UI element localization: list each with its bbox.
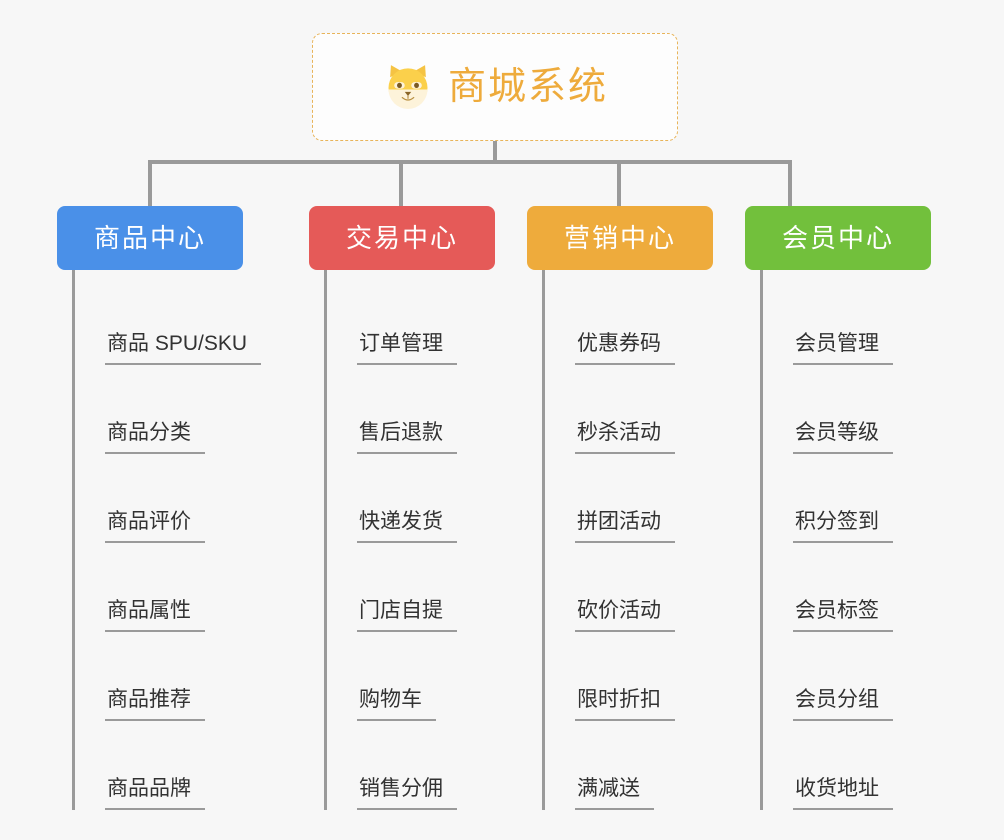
list-item[interactable]: 收货地址 xyxy=(763,721,931,810)
branch-product-center: 商品中心 商品 SPU/SKU 商品分类 商品评价 商品属性 商品推荐 商品品牌 xyxy=(57,206,262,810)
list-item-label: 商品品牌 xyxy=(105,777,205,810)
list-item-label: 商品分类 xyxy=(105,421,205,454)
branch-header-member-center[interactable]: 会员中心 xyxy=(745,206,931,270)
branch-header-product-center[interactable]: 商品中心 xyxy=(57,206,243,270)
list-item-label: 会员等级 xyxy=(793,421,893,454)
list-item[interactable]: 订单管理 xyxy=(327,276,495,365)
list-item[interactable]: 商品评价 xyxy=(75,454,243,543)
root-node-shopping-system[interactable]: 商城系统 xyxy=(312,33,678,141)
list-item[interactable]: 拼团活动 xyxy=(545,454,713,543)
list-item[interactable]: 商品品牌 xyxy=(75,721,243,810)
list-item[interactable]: 会员分组 xyxy=(763,632,931,721)
list-item-label: 商品评价 xyxy=(105,510,205,543)
list-item-label: 积分签到 xyxy=(793,510,893,543)
list-item-label: 商品属性 xyxy=(105,599,205,632)
list-item[interactable]: 购物车 xyxy=(327,632,495,721)
list-item[interactable]: 商品属性 xyxy=(75,543,243,632)
list-item-label: 满减送 xyxy=(575,777,654,810)
list-item[interactable]: 会员标签 xyxy=(763,543,931,632)
branch-header-label: 商品中心 xyxy=(93,223,206,253)
list-item-label: 会员分组 xyxy=(793,688,893,721)
list-item-label: 收货地址 xyxy=(793,777,893,810)
connector-drop-1 xyxy=(148,160,152,208)
connector-drop-4 xyxy=(788,160,792,208)
list-item[interactable]: 限时折扣 xyxy=(545,632,713,721)
list-item-label: 门店自提 xyxy=(357,599,457,632)
branch-marketing-center: 营销中心 优惠券码 秒杀活动 拼团活动 砍价活动 限时折扣 满减送 xyxy=(527,206,713,810)
list-item-label: 拼团活动 xyxy=(575,510,675,543)
list-item-label: 商品推荐 xyxy=(105,688,205,721)
branch-header-label: 会员中心 xyxy=(781,223,894,253)
list-item[interactable]: 快递发货 xyxy=(327,454,495,543)
list-item[interactable]: 会员管理 xyxy=(763,276,931,365)
list-item-label: 购物车 xyxy=(357,688,436,721)
branch-items-product-center: 商品 SPU/SKU 商品分类 商品评价 商品属性 商品推荐 商品品牌 xyxy=(72,270,262,810)
list-item-label: 销售分佣 xyxy=(357,777,457,810)
list-item[interactable]: 销售分佣 xyxy=(327,721,495,810)
list-item[interactable]: 商品 SPU/SKU xyxy=(75,276,262,365)
list-item[interactable]: 砍价活动 xyxy=(545,543,713,632)
branch-header-marketing-center[interactable]: 营销中心 xyxy=(527,206,713,270)
list-item[interactable]: 会员等级 xyxy=(763,365,931,454)
list-item-label: 优惠券码 xyxy=(575,332,675,365)
connector-drop-3 xyxy=(617,160,621,208)
list-item[interactable]: 满减送 xyxy=(545,721,713,810)
branch-header-label: 交易中心 xyxy=(345,223,458,253)
branch-items-marketing-center: 优惠券码 秒杀活动 拼团活动 砍价活动 限时折扣 满减送 xyxy=(542,270,713,810)
list-item-label: 快递发货 xyxy=(357,510,457,543)
list-item[interactable]: 售后退款 xyxy=(327,365,495,454)
list-item[interactable]: 秒杀活动 xyxy=(545,365,713,454)
list-item[interactable]: 积分签到 xyxy=(763,454,931,543)
branch-member-center: 会员中心 会员管理 会员等级 积分签到 会员标签 会员分组 收货地址 xyxy=(745,206,931,810)
list-item-label: 订单管理 xyxy=(357,332,457,365)
list-item-label: 砍价活动 xyxy=(575,599,675,632)
list-item[interactable]: 门店自提 xyxy=(327,543,495,632)
connector-horizontal-bus xyxy=(148,160,792,164)
connector-drop-2 xyxy=(399,160,403,208)
branch-header-trade-center[interactable]: 交易中心 xyxy=(309,206,495,270)
list-item-label: 商品 SPU/SKU xyxy=(105,332,262,365)
list-item-label: 限时折扣 xyxy=(575,688,675,721)
list-item-label: 秒杀活动 xyxy=(575,421,675,454)
connector-root-stem xyxy=(493,141,497,163)
branch-items-member-center: 会员管理 会员等级 积分签到 会员标签 会员分组 收货地址 xyxy=(760,270,931,810)
list-item[interactable]: 商品分类 xyxy=(75,365,243,454)
branch-header-label: 营销中心 xyxy=(563,223,676,253)
list-item[interactable]: 商品推荐 xyxy=(75,632,243,721)
branch-items-trade-center: 订单管理 售后退款 快递发货 门店自提 购物车 销售分佣 xyxy=(324,270,495,810)
list-item[interactable]: 优惠券码 xyxy=(545,276,713,365)
branch-trade-center: 交易中心 订单管理 售后退款 快递发货 门店自提 购物车 销售分佣 xyxy=(309,206,495,810)
list-item-label: 会员管理 xyxy=(793,332,893,365)
root-title: 商城系统 xyxy=(447,66,608,108)
shiba-dog-icon xyxy=(388,65,428,109)
list-item-label: 会员标签 xyxy=(793,599,893,632)
list-item-label: 售后退款 xyxy=(357,421,457,454)
